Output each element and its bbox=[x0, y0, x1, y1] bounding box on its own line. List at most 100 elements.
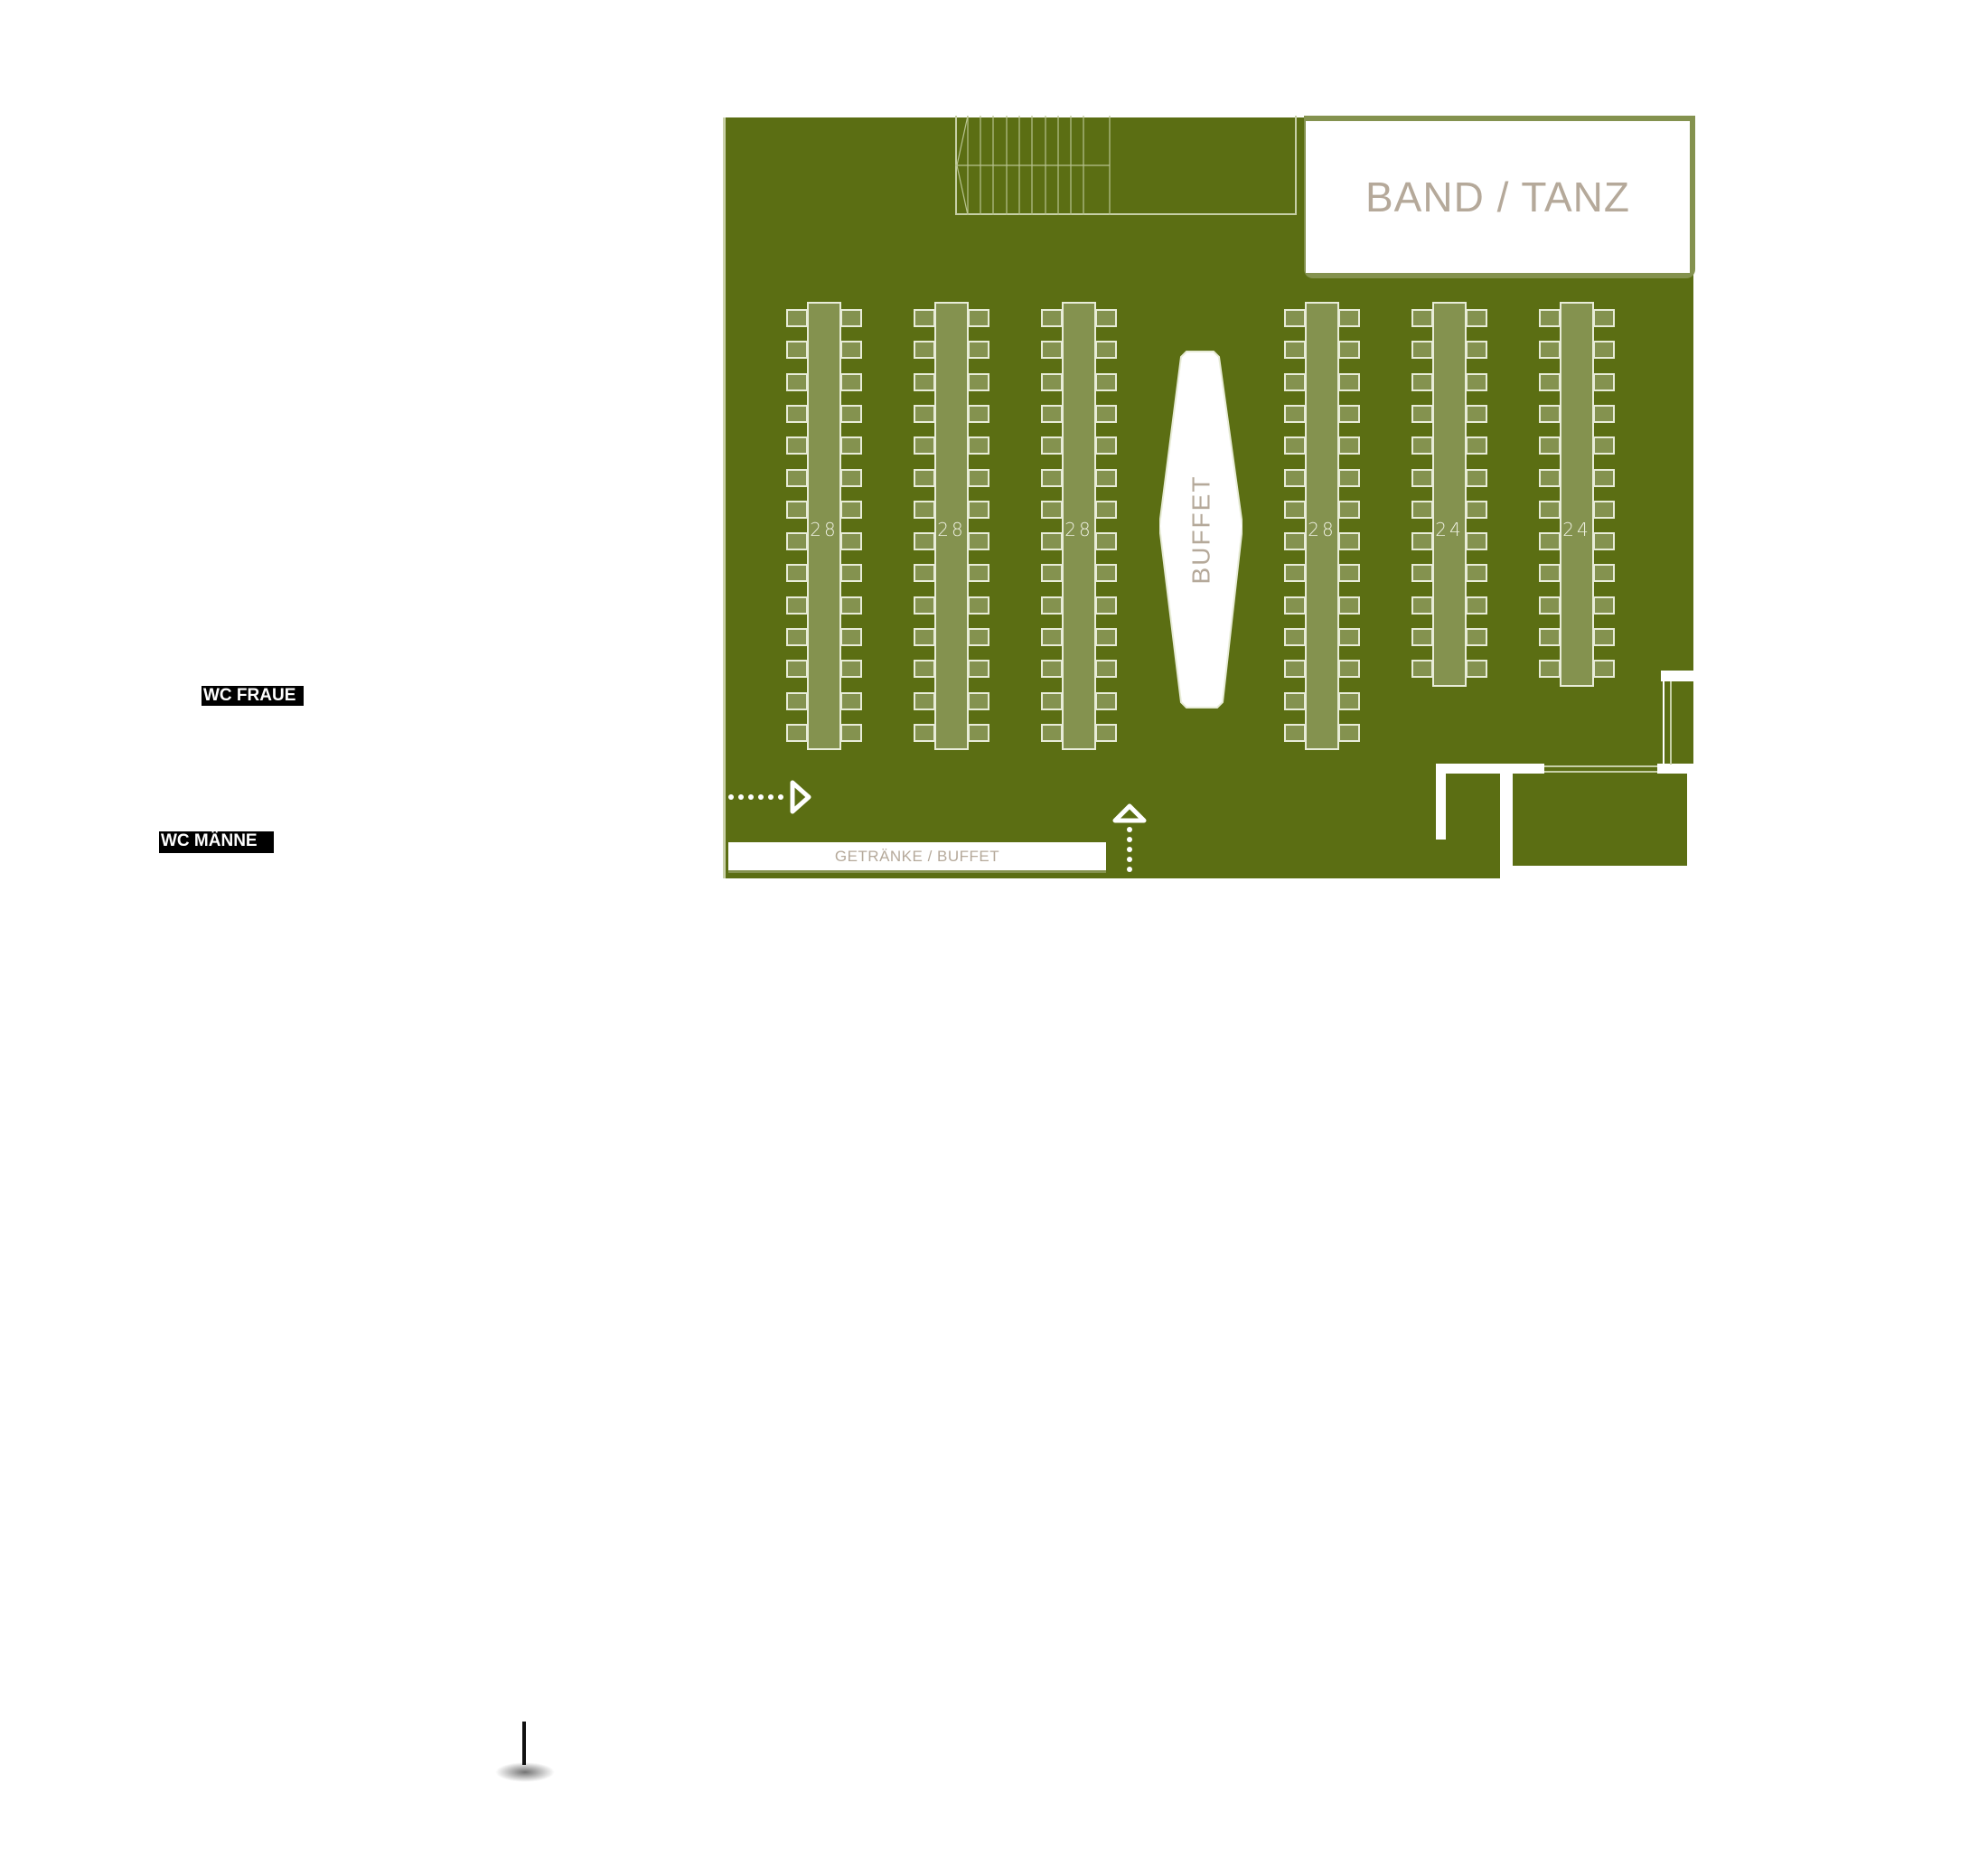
chair bbox=[1539, 660, 1561, 678]
marker-shadow bbox=[495, 1762, 555, 1782]
chair bbox=[1041, 660, 1063, 678]
buffet-label: BUFFET bbox=[1186, 474, 1215, 585]
chair bbox=[840, 341, 862, 359]
chair bbox=[786, 373, 808, 391]
staircase-lines bbox=[955, 116, 1111, 215]
chair bbox=[786, 532, 808, 550]
chair bbox=[914, 341, 935, 359]
chair bbox=[1411, 405, 1433, 423]
chair bbox=[1338, 436, 1360, 455]
chair bbox=[968, 309, 989, 327]
chair bbox=[914, 724, 935, 742]
chair bbox=[840, 660, 862, 678]
chair bbox=[914, 564, 935, 582]
chair bbox=[1095, 596, 1117, 615]
chair bbox=[1338, 501, 1360, 519]
chair bbox=[1466, 660, 1487, 678]
table-seat-count: 24 bbox=[1435, 519, 1464, 540]
chair bbox=[1041, 692, 1063, 710]
chair bbox=[1041, 373, 1063, 391]
chair bbox=[1411, 501, 1433, 519]
chair bbox=[1338, 532, 1360, 550]
chair bbox=[968, 564, 989, 582]
chair bbox=[1466, 309, 1487, 327]
chair bbox=[1411, 341, 1433, 359]
chair bbox=[968, 724, 989, 742]
chair bbox=[1539, 564, 1561, 582]
chair bbox=[1095, 405, 1117, 423]
table-6: 24 bbox=[1560, 302, 1594, 687]
chair bbox=[1095, 436, 1117, 455]
wall-segment bbox=[1513, 866, 1693, 878]
chair bbox=[1041, 628, 1063, 646]
chair bbox=[914, 405, 935, 423]
chair bbox=[786, 341, 808, 359]
chair bbox=[1593, 628, 1615, 646]
chair bbox=[786, 405, 808, 423]
chair bbox=[1095, 532, 1117, 550]
chair bbox=[914, 692, 935, 710]
chair bbox=[1338, 660, 1360, 678]
chair bbox=[1041, 405, 1063, 423]
chair bbox=[786, 564, 808, 582]
chair bbox=[1539, 341, 1561, 359]
chair bbox=[1284, 564, 1306, 582]
chair bbox=[786, 692, 808, 710]
chair bbox=[840, 628, 862, 646]
chair bbox=[1338, 692, 1360, 710]
chair bbox=[1539, 405, 1561, 423]
chair bbox=[1539, 532, 1561, 550]
chair bbox=[1593, 469, 1615, 487]
buffet-shape bbox=[1159, 351, 1242, 708]
chair bbox=[968, 469, 989, 487]
chair bbox=[840, 596, 862, 615]
wall-segment bbox=[1687, 774, 1693, 878]
table-5: 24 bbox=[1432, 302, 1467, 687]
chair bbox=[1041, 436, 1063, 455]
chair bbox=[914, 532, 935, 550]
wall-segment bbox=[1661, 671, 1693, 681]
chair bbox=[914, 469, 935, 487]
chair bbox=[1284, 596, 1306, 615]
chair bbox=[786, 436, 808, 455]
chair bbox=[786, 660, 808, 678]
chair bbox=[1284, 692, 1306, 710]
chair bbox=[1539, 628, 1561, 646]
chair bbox=[1411, 309, 1433, 327]
chair bbox=[1338, 564, 1360, 582]
table-seat-count: 28 bbox=[810, 519, 839, 540]
chair bbox=[1593, 596, 1615, 615]
chair bbox=[914, 596, 935, 615]
stage-area: BAND / TANZ bbox=[1306, 121, 1690, 273]
table-3: 28 bbox=[1062, 302, 1096, 750]
chair bbox=[1411, 628, 1433, 646]
bar-counter: GETRÄNKE / BUFFET bbox=[728, 842, 1106, 873]
chair bbox=[1593, 373, 1615, 391]
chair bbox=[1539, 436, 1561, 455]
chair bbox=[1593, 405, 1615, 423]
staircase-icon bbox=[955, 116, 1297, 215]
stage-label: BAND / TANZ bbox=[1365, 174, 1630, 221]
chair bbox=[1539, 469, 1561, 487]
chair bbox=[840, 469, 862, 487]
chair bbox=[786, 501, 808, 519]
chair bbox=[968, 532, 989, 550]
chair bbox=[1041, 341, 1063, 359]
chair bbox=[1338, 373, 1360, 391]
chair bbox=[1284, 532, 1306, 550]
chair bbox=[914, 628, 935, 646]
chair bbox=[786, 469, 808, 487]
dotted-arrow-up-icon bbox=[1112, 803, 1147, 872]
chair bbox=[1411, 532, 1433, 550]
wall-segment bbox=[1657, 764, 1693, 774]
chair bbox=[1284, 660, 1306, 678]
chair bbox=[840, 532, 862, 550]
wall-segment bbox=[1436, 764, 1446, 840]
chair bbox=[1095, 309, 1117, 327]
chair bbox=[1041, 501, 1063, 519]
chair bbox=[1539, 501, 1561, 519]
chair bbox=[1338, 628, 1360, 646]
chair bbox=[968, 660, 989, 678]
chair bbox=[1095, 692, 1117, 710]
chair bbox=[1095, 564, 1117, 582]
